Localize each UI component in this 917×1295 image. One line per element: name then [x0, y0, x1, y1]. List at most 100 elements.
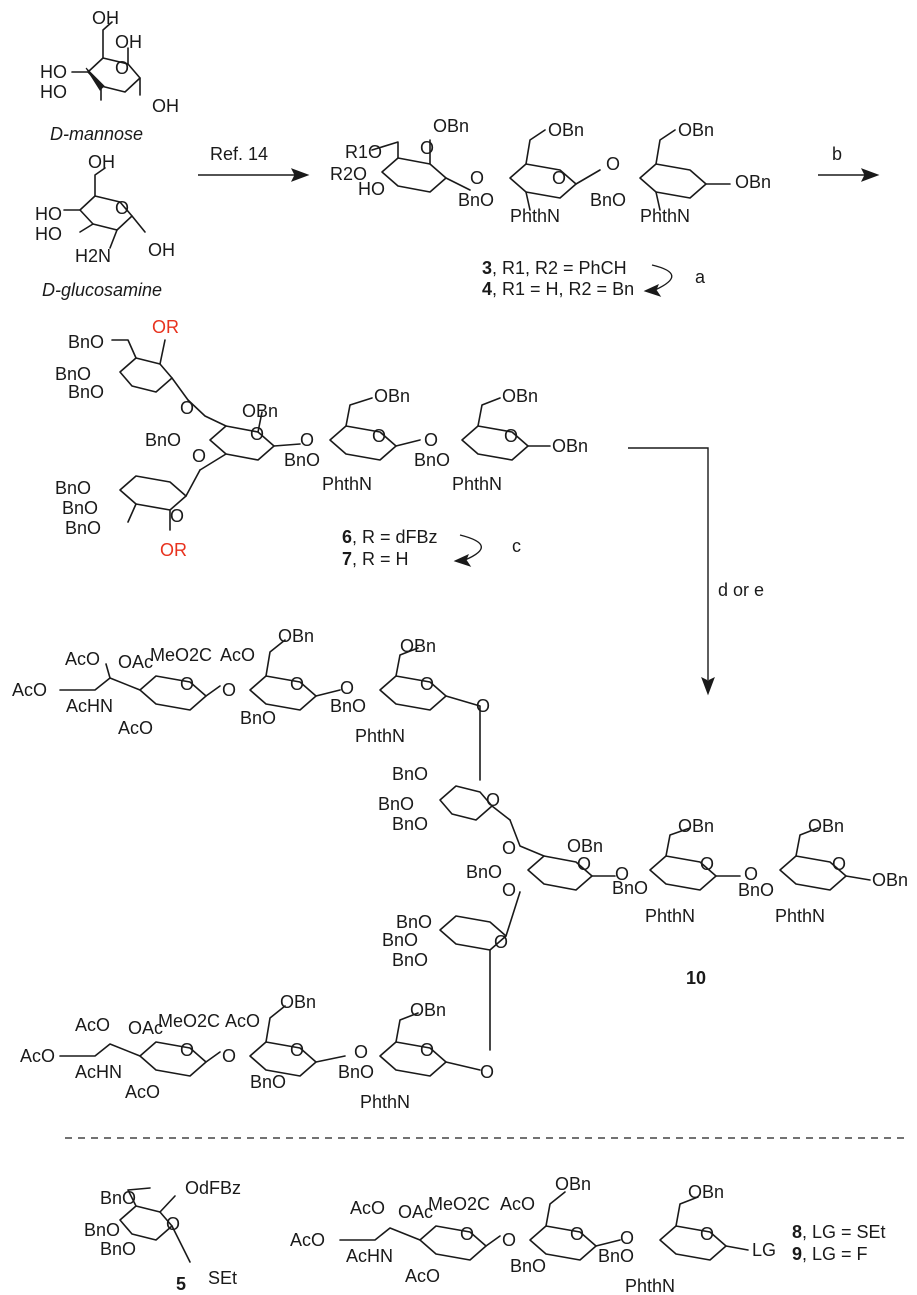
compound-5-structure: OdFBz BnO BnO BnO O 5 SEt: [84, 1178, 241, 1294]
c6-o-ring2: O: [372, 426, 386, 446]
compound-3-4-structure: R1O R2O HO OBn O O BnO PhthN O OBn O BnO…: [330, 116, 771, 299]
c10-phthn-1: PhthN: [355, 726, 405, 746]
compound-6-7-structure: OR BnO BnO BnO O OBn O BnO O BnO OBn O P…: [55, 317, 588, 569]
d-glucosamine-structure: OH O HO HO H2N OH D-glucosamine: [35, 152, 175, 300]
c10-aco-6: AcO: [225, 1011, 260, 1031]
c5-bno-2: BnO: [84, 1220, 120, 1240]
step-b-label: b: [832, 144, 842, 164]
c8-o-ring-2: O: [570, 1224, 584, 1244]
c6-bno-6: BnO: [414, 450, 450, 470]
c10-phthn-3: PhthN: [775, 906, 825, 926]
c6-bno-2: BnO: [55, 364, 91, 384]
c6-o-link-a: O: [180, 398, 194, 418]
mannose-ho2: HO: [40, 82, 67, 102]
c10-o-link-7: O: [502, 880, 516, 900]
c8-aco: AcO: [350, 1198, 385, 1218]
c10-phthn-2: PhthN: [645, 906, 695, 926]
c6-phthn-1: PhthN: [322, 474, 372, 494]
mannose-name: D-mannose: [50, 124, 143, 144]
d-mannose-structure: OH OH O HO HO OH D-mannose: [40, 8, 179, 144]
ref14-label: Ref. 14: [210, 144, 268, 164]
c3-o-link2: O: [606, 154, 620, 174]
c8-meo2c: MeO2C: [428, 1194, 490, 1214]
c10-o-ring-6: O: [700, 854, 714, 874]
c10-meo2c-2: MeO2C: [158, 1011, 220, 1031]
c10-phthn-4: PhthN: [360, 1092, 410, 1112]
glucosamine-nh2: H2N: [75, 246, 111, 266]
c8-bno: BnO: [510, 1256, 546, 1276]
c10-o-link-10: O: [480, 1062, 494, 1082]
compound-4-line: 4, R1 = H, R2 = Bn: [482, 279, 634, 299]
c6-bno-5: BnO: [284, 450, 320, 470]
c3-obn-c: OBn: [678, 120, 714, 140]
c10-bno-7: BnO: [612, 878, 648, 898]
c10-o-ring-3: O: [420, 674, 434, 694]
c6-bno-3: BnO: [68, 382, 104, 402]
c3-o-ring2: O: [552, 168, 566, 188]
c10-o-link-8: O: [222, 1046, 236, 1066]
c10-aco-3: AcO: [12, 680, 47, 700]
c3-bno-2: BnO: [590, 190, 626, 210]
c6-o-ring3: O: [504, 426, 518, 446]
c6-obn-4: OBn: [552, 436, 588, 456]
c6-or-bottom: OR: [160, 540, 187, 560]
c8-o-link-1: O: [502, 1230, 516, 1250]
c10-obn-6: OBn: [872, 870, 908, 890]
c10-bno-5: BnO: [392, 814, 428, 834]
c10-oac-2: OAc: [128, 1018, 163, 1038]
c6-o-ring4: O: [170, 506, 184, 526]
mannose-oh1: OH: [152, 96, 179, 116]
c8-oac: OAc: [398, 1202, 433, 1222]
mannose-oh6: OH: [92, 8, 119, 28]
c10-o-ring-8: O: [494, 932, 508, 952]
c3-phthn-1: PhthN: [510, 206, 560, 226]
c10-o-ring-7: O: [832, 854, 846, 874]
c10-aco-2: AcO: [220, 645, 255, 665]
c5-set: SEt: [208, 1268, 237, 1288]
c10-aco-4: AcO: [118, 718, 153, 738]
arrow-d-or-e: d or e: [628, 447, 764, 696]
c6-bno-4: BnO: [145, 430, 181, 450]
c10-obn-3: OBn: [567, 836, 603, 856]
c10-o-ring-2: O: [290, 674, 304, 694]
c10-o-ring-1: O: [180, 674, 194, 694]
glucosamine-ring-o: O: [115, 198, 129, 218]
c10-o-ring-11: O: [420, 1040, 434, 1060]
glucosamine-ho4: HO: [35, 204, 62, 224]
c8-obn-1: OBn: [555, 1174, 591, 1194]
c6-bno-9: BnO: [65, 518, 101, 538]
c6-bno-1: BnO: [68, 332, 104, 352]
c10-bno-9: BnO: [396, 912, 432, 932]
c3-bno-1: BnO: [458, 190, 494, 210]
c8-lg: LG: [752, 1240, 776, 1260]
c3-r2o: R2O: [330, 164, 367, 184]
c6-o-ring: O: [250, 424, 264, 444]
mannose-oh4: OH: [115, 32, 142, 52]
c10-obn-4: OBn: [678, 816, 714, 836]
c3-phthn-2: PhthN: [640, 206, 690, 226]
c10-obn-7: OBn: [280, 992, 316, 1012]
c10-obn-8: OBn: [410, 1000, 446, 1020]
c10-aco-1: AcO: [65, 649, 100, 669]
c10-o-link-2: O: [340, 678, 354, 698]
compound-10-label: 10: [686, 968, 706, 988]
c10-achn-2: AcHN: [75, 1062, 122, 1082]
compound-8-line: 8, LG = SEt: [792, 1222, 886, 1242]
c10-o-ring-9: O: [180, 1040, 194, 1060]
c8-aco2: AcO: [500, 1194, 535, 1214]
c6-o-link-d: O: [192, 446, 206, 466]
c8-aco3: AcO: [405, 1266, 440, 1286]
c8-o-link-2: O: [620, 1228, 634, 1248]
c10-o-link-1: O: [222, 680, 236, 700]
compound-10-structure: AcO OAc MeO2C AcO OBn OBn AcO AcHN O O O…: [12, 626, 908, 1112]
c10-oac-1: OAc: [118, 652, 153, 672]
c10-bno-12: BnO: [250, 1072, 286, 1092]
c6-o-link-b: O: [300, 430, 314, 450]
c10-o-ring-5: O: [577, 854, 591, 874]
step-de-label: d or e: [718, 580, 764, 600]
c10-bno-2: BnO: [330, 696, 366, 716]
step-a-label: a: [695, 267, 706, 287]
mannose-ring-o: O: [115, 58, 129, 78]
c8-bno2: BnO: [598, 1246, 634, 1266]
